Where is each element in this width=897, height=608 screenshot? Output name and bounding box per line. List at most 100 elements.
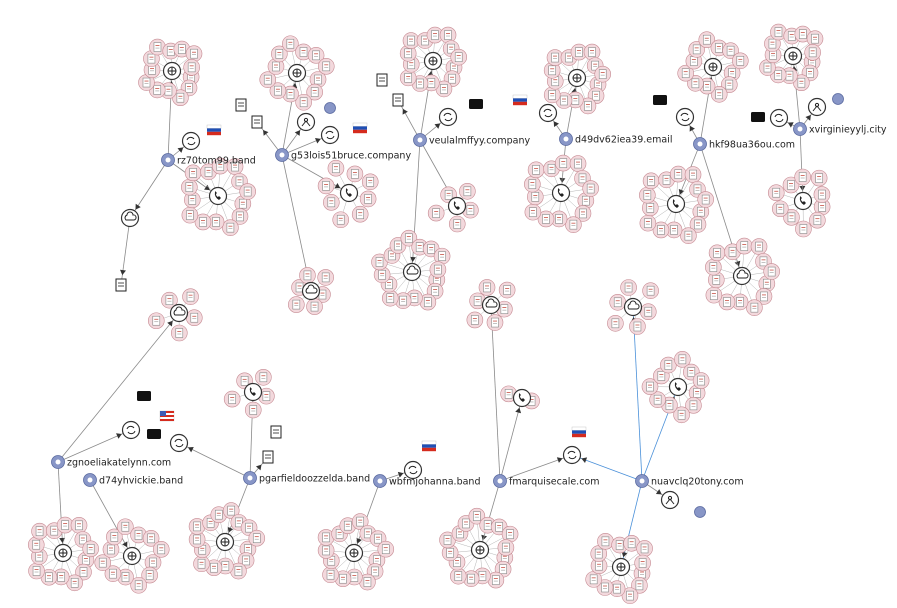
file-leaf-icon[interactable] <box>621 587 639 604</box>
file-leaf-icon[interactable] <box>258 387 275 405</box>
file-leaf-icon[interactable] <box>359 190 377 208</box>
file-leaf-icon[interactable] <box>641 378 659 395</box>
file-leaf-icon[interactable] <box>448 215 466 233</box>
phone-hub-icon[interactable] <box>339 183 359 203</box>
file-leaf-icon[interactable] <box>309 71 327 88</box>
file-leaf-icon[interactable] <box>205 559 223 577</box>
file-leaf-icon[interactable] <box>332 211 350 229</box>
file-leaf-icon[interactable] <box>170 324 188 342</box>
file-leaf-icon[interactable] <box>665 221 683 239</box>
exchange-hub-icon[interactable] <box>675 107 695 127</box>
exchange-hub-icon[interactable] <box>438 107 458 127</box>
usa-flag-icon[interactable] <box>159 410 175 422</box>
file-leaf-icon[interactable] <box>526 188 544 206</box>
file-leaf-icon[interactable] <box>419 293 437 311</box>
file-leaf-icon[interactable] <box>226 158 244 175</box>
document-icon[interactable] <box>262 450 274 464</box>
file-leaf-icon[interactable] <box>697 191 714 208</box>
file-leaf-icon[interactable] <box>248 529 266 547</box>
file-leaf-icon[interactable] <box>323 194 340 211</box>
file-leaf-icon[interactable] <box>377 540 395 558</box>
cloud-hub-icon[interactable] <box>169 303 189 323</box>
file-leaf-icon[interactable] <box>707 271 725 289</box>
exchange-hub-icon[interactable] <box>562 445 582 465</box>
file-leaf-icon[interactable] <box>685 397 702 414</box>
file-leaf-icon[interactable] <box>141 566 158 584</box>
file-leaf-icon[interactable] <box>497 539 515 556</box>
network-hub-icon[interactable] <box>162 61 182 81</box>
file-leaf-icon[interactable] <box>543 62 561 79</box>
file-leaf-icon[interactable] <box>596 579 614 596</box>
file-leaf-icon[interactable] <box>810 169 828 187</box>
file-leaf-icon[interactable] <box>449 567 467 585</box>
file-leaf-icon[interactable] <box>299 267 316 284</box>
exchange-hub-icon[interactable] <box>169 433 189 453</box>
phone-hub-icon[interactable] <box>793 191 813 211</box>
document-icon[interactable] <box>251 115 263 129</box>
exchange-hub-icon[interactable] <box>121 420 141 440</box>
file-leaf-icon[interactable] <box>496 300 513 318</box>
phone-hub-icon[interactable] <box>447 196 467 216</box>
black-box-icon[interactable] <box>653 95 667 105</box>
file-leaf-icon[interactable] <box>486 314 504 331</box>
file-leaf-icon[interactable] <box>239 183 256 200</box>
file-leaf-icon[interactable] <box>565 216 582 233</box>
file-leaf-icon[interactable] <box>381 289 399 307</box>
file-leaf-icon[interactable] <box>307 47 325 64</box>
file-leaf-icon[interactable] <box>183 191 201 209</box>
person-hub-icon[interactable] <box>660 490 680 510</box>
file-leaf-icon[interactable] <box>138 74 155 91</box>
domain-node[interactable]: hkf98ua36ou.com <box>693 137 796 151</box>
file-leaf-icon[interactable] <box>181 178 198 196</box>
file-leaf-icon[interactable] <box>223 390 241 408</box>
file-leaf-icon[interactable] <box>608 580 626 597</box>
phone-hub-icon[interactable] <box>666 194 686 214</box>
file-leaf-icon[interactable] <box>282 85 299 103</box>
file-leaf-icon[interactable] <box>267 58 285 75</box>
file-leaf-icon[interactable] <box>327 159 345 177</box>
file-leaf-icon[interactable] <box>660 356 677 374</box>
file-leaf-icon[interactable] <box>142 530 160 547</box>
file-leaf-icon[interactable] <box>317 269 334 286</box>
black-box-icon[interactable] <box>137 391 151 401</box>
file-leaf-icon[interactable] <box>554 154 572 172</box>
network-hub-icon[interactable] <box>423 51 443 71</box>
exchange-hub-icon[interactable] <box>320 125 340 145</box>
file-leaf-icon[interactable] <box>478 279 496 296</box>
file-leaf-icon[interactable] <box>500 385 517 403</box>
domain-node-icon[interactable] <box>694 506 706 518</box>
file-leaf-icon[interactable] <box>435 80 453 98</box>
file-leaf-icon[interactable] <box>317 58 335 75</box>
file-leaf-icon[interactable] <box>705 286 723 304</box>
file-leaf-icon[interactable] <box>147 312 165 330</box>
file-leaf-icon[interactable] <box>705 258 722 276</box>
file-leaf-icon[interactable] <box>466 311 484 329</box>
exchange-hub-icon[interactable] <box>181 131 201 151</box>
file-leaf-icon[interactable] <box>649 391 666 408</box>
domain-node[interactable]: zgnoeliakatelynn.com <box>51 455 172 469</box>
phone-hub-icon[interactable] <box>243 382 263 402</box>
domain-node[interactable]: d49dv62iea39.email <box>559 132 673 146</box>
russia-flag-icon[interactable] <box>571 426 587 438</box>
phone-hub-icon[interactable] <box>512 388 532 408</box>
file-leaf-icon[interactable] <box>771 200 789 218</box>
file-leaf-icon[interactable] <box>574 205 592 222</box>
network-hub-icon[interactable] <box>215 532 235 552</box>
file-leaf-icon[interactable] <box>641 199 659 217</box>
file-leaf-icon[interactable] <box>652 221 670 239</box>
phone-hub-icon[interactable] <box>551 183 571 203</box>
file-leaf-icon[interactable] <box>322 566 339 584</box>
file-leaf-icon[interactable] <box>543 86 561 104</box>
file-leaf-icon[interactable] <box>468 507 486 525</box>
cloud-hub-icon[interactable] <box>623 297 643 317</box>
cloud-hub-icon[interactable] <box>120 208 140 228</box>
file-leaf-icon[interactable] <box>185 45 203 62</box>
russia-flag-icon[interactable] <box>352 122 368 134</box>
file-leaf-icon[interactable] <box>181 206 199 224</box>
file-leaf-icon[interactable] <box>402 32 420 49</box>
file-leaf-icon[interactable] <box>450 48 468 66</box>
file-leaf-icon[interactable] <box>28 562 45 580</box>
black-box-icon[interactable] <box>469 99 483 109</box>
domain-node[interactable]: xvirginieyylj.city <box>793 122 887 136</box>
file-leaf-icon[interactable] <box>82 540 99 558</box>
